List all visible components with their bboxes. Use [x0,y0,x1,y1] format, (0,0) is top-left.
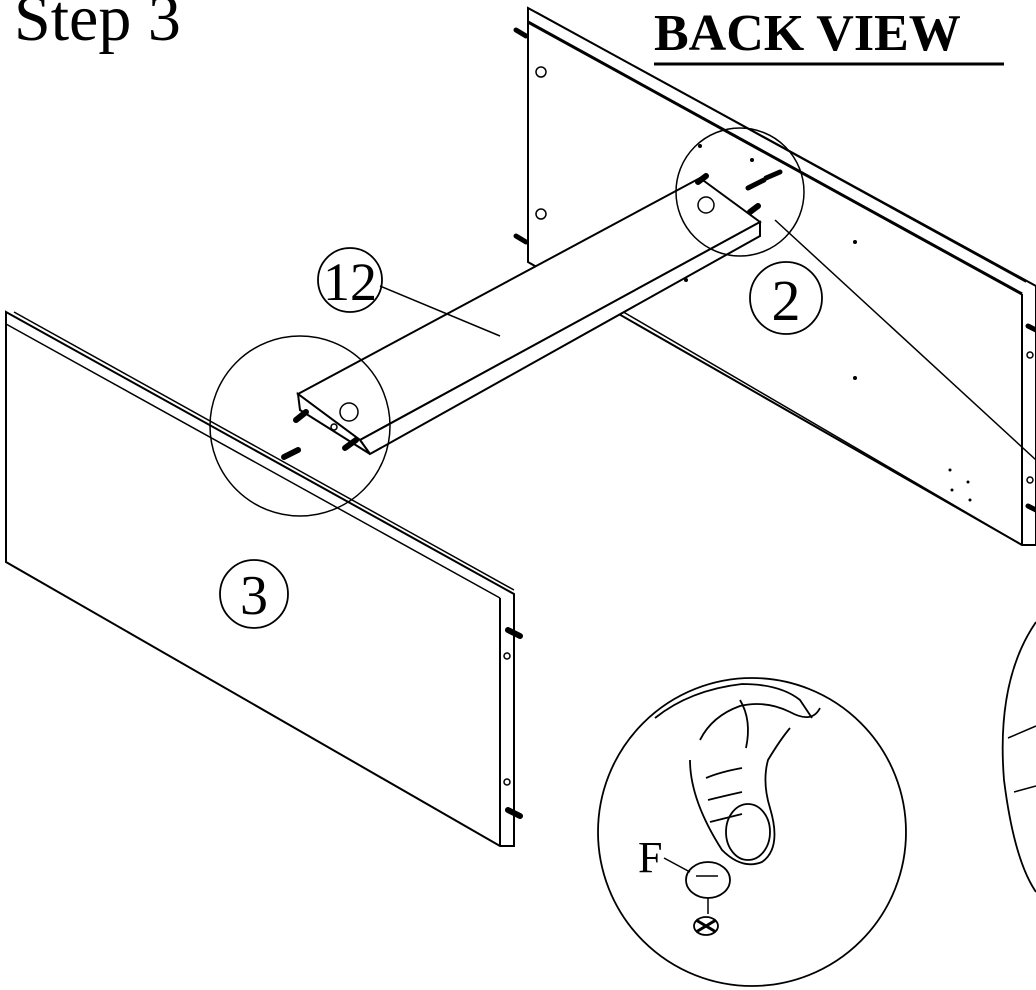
step-title: Step 3 [14,0,181,55]
detail-circle-edge [1001,621,1036,893]
side-panel-dowels [505,627,523,819]
cam-cover-label: F [638,833,662,882]
part-label-12: 12 [317,247,501,337]
svg-text:12: 12 [323,252,377,312]
part-label-3: 3 [219,559,289,629]
part-label-2: 2 [749,261,823,335]
side-panel-holes [503,652,511,786]
cam-cover-detail [597,677,907,987]
rail-end-holes [330,196,715,431]
back-panel-dowels [513,27,1036,513]
back-panel-dots [684,144,972,502]
rail-dowels [281,173,761,460]
detail-circle-left [209,335,391,517]
svg-text:3: 3 [240,565,268,627]
view-label: BACK VIEW [654,5,961,62]
svg-text:2: 2 [772,268,801,333]
back-panel-holes [535,66,1034,484]
detail-circle-right [675,127,805,257]
